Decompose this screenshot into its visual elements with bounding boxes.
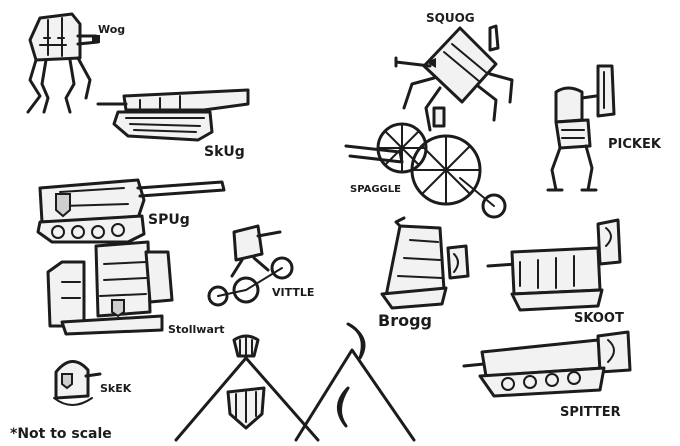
- label-spaggle: SPAGGLE: [350, 184, 401, 195]
- wog-drawing: [26, 12, 100, 114]
- label-spitter: SPITTER: [560, 405, 621, 420]
- stollwart-drawing: [46, 240, 174, 336]
- skoot-drawing: [486, 218, 622, 312]
- spitter-drawing: [462, 330, 632, 398]
- emblem-tents: [174, 322, 416, 442]
- skek-drawing: [53, 360, 102, 406]
- spug-drawing: [36, 178, 226, 244]
- not-to-scale-note: *Not to scale: [10, 426, 112, 442]
- label-vittle: VITTLE: [272, 286, 314, 299]
- label-brogg: Brogg: [378, 311, 432, 330]
- label-stollwart: Stollwart: [168, 323, 225, 336]
- brogg-drawing: [380, 216, 470, 310]
- label-pickek: PICKEK: [608, 137, 662, 152]
- label-skek: SkEK: [100, 382, 132, 395]
- label-squog: SQUOG: [426, 11, 475, 25]
- crescent-emblem-icon: [337, 386, 350, 428]
- spaggle-drawing: [344, 106, 507, 219]
- squog-drawing: [394, 24, 514, 132]
- label-skug: SkUg: [204, 144, 245, 160]
- label-wog: Wog: [98, 23, 125, 36]
- vittle-drawing: [207, 224, 294, 307]
- pickek-drawing: [546, 64, 616, 192]
- label-skoot: SKOOT: [574, 311, 624, 326]
- skug-drawing: [96, 88, 250, 142]
- label-spug: SPUg: [148, 212, 190, 228]
